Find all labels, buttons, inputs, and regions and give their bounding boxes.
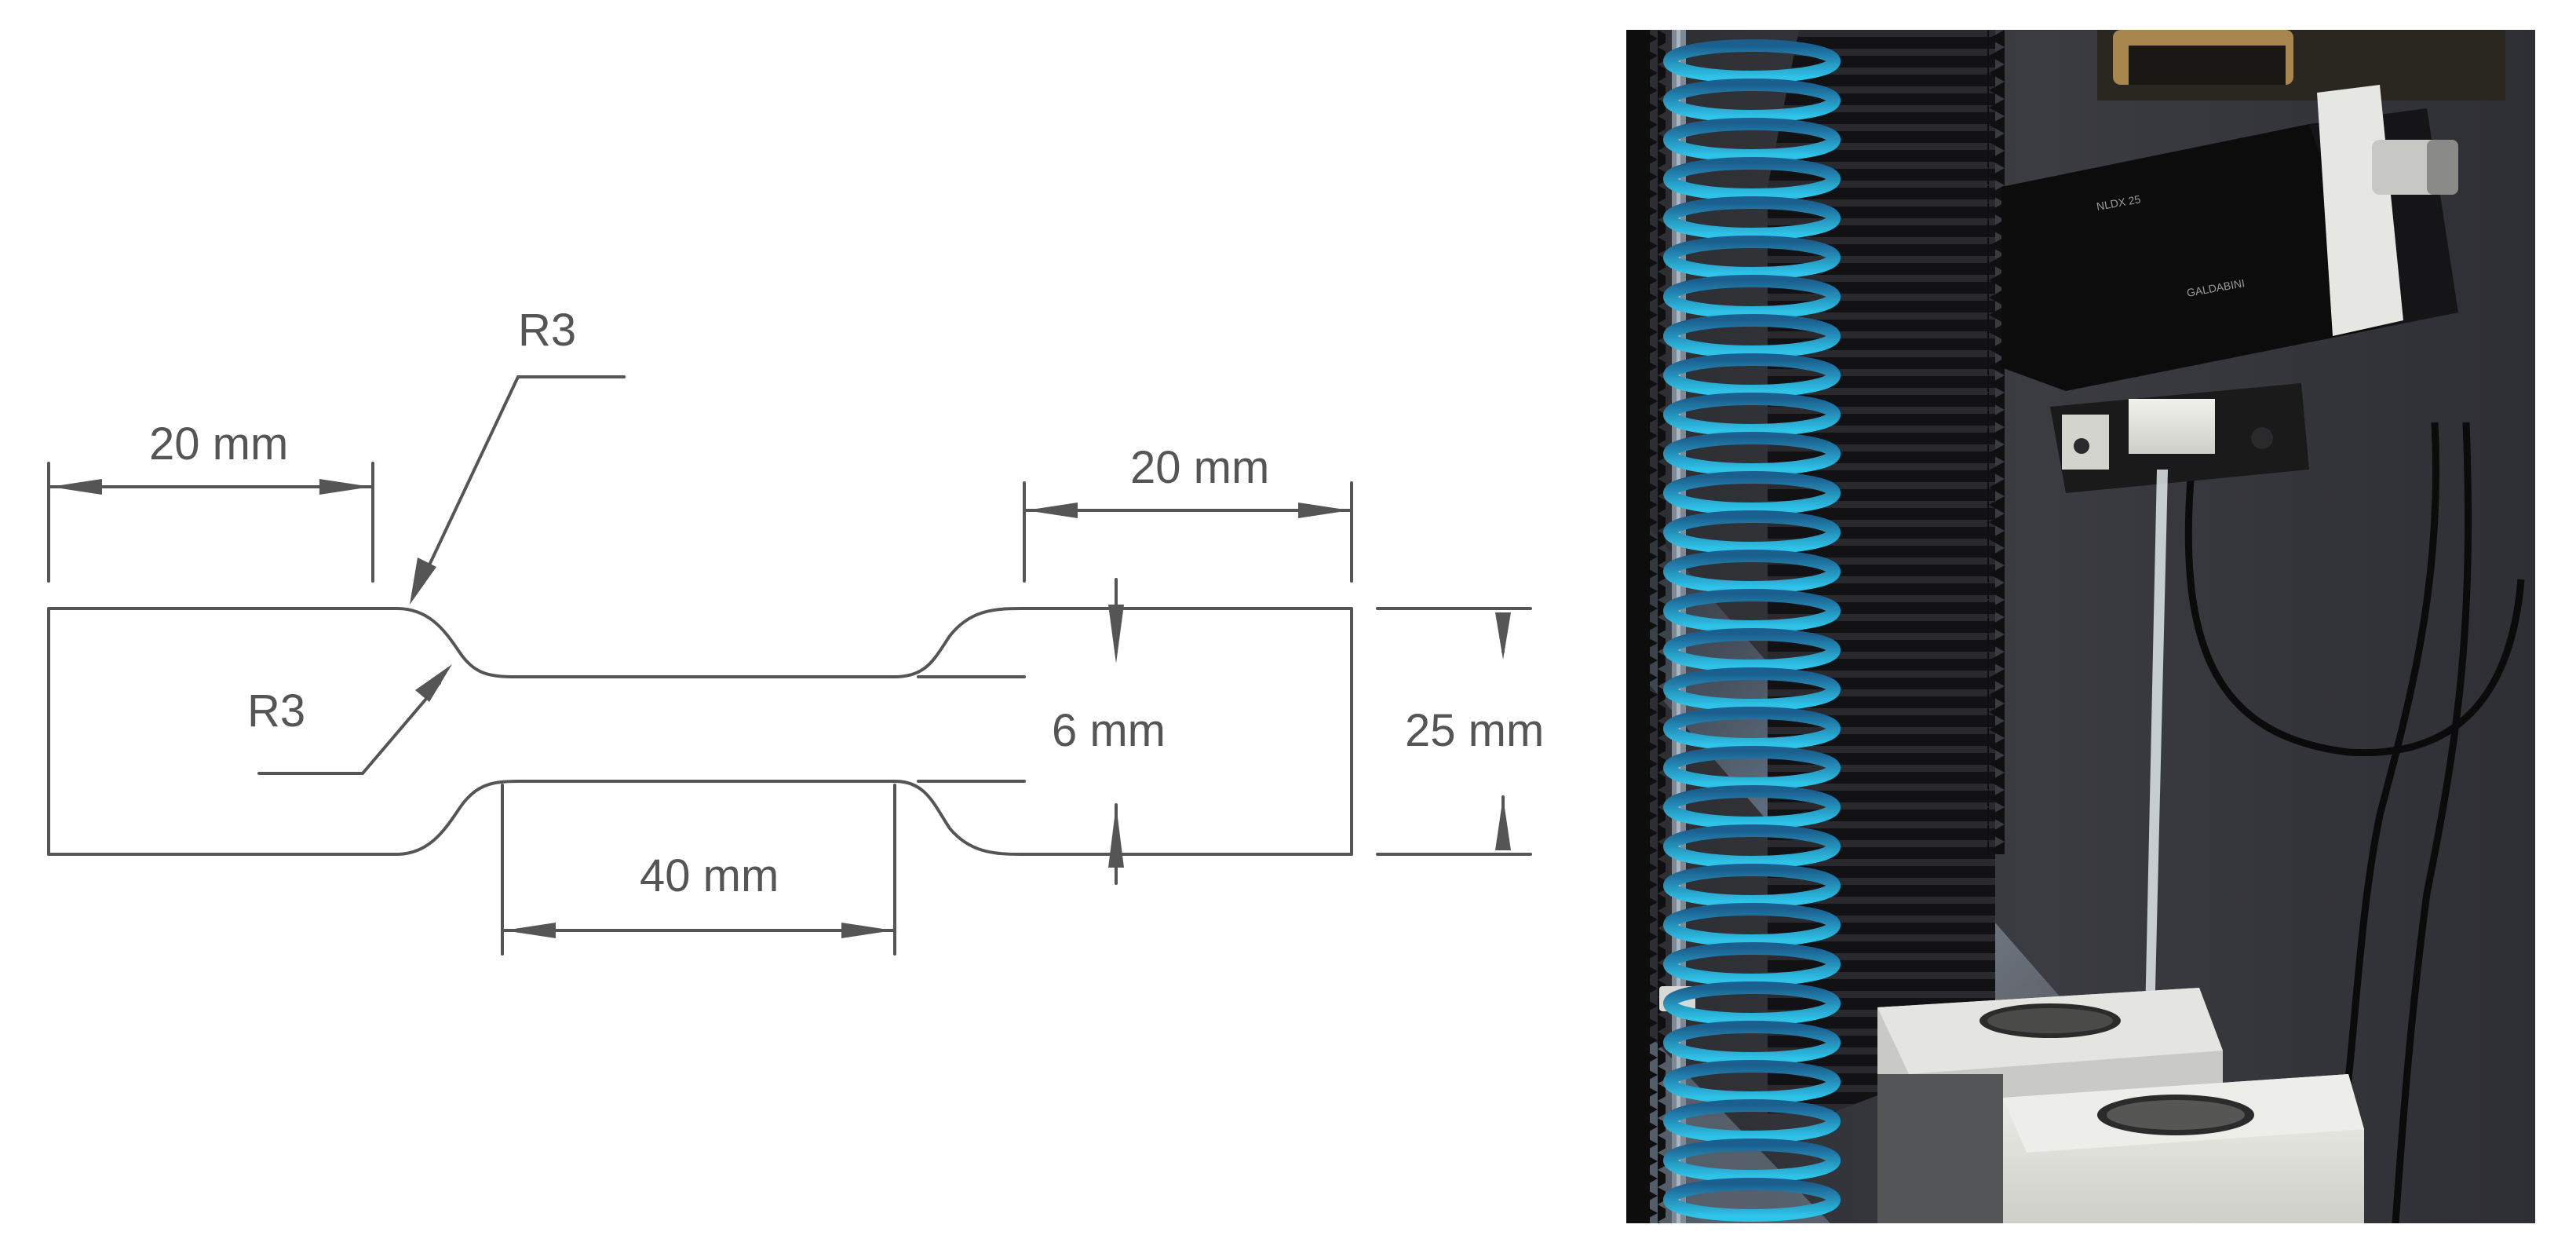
arrowhead (1495, 797, 1511, 850)
frame-teeth (1650, 30, 1666, 1223)
arrowhead (50, 479, 102, 495)
upper-grip-jaw (2129, 399, 2215, 454)
arrowhead (1495, 612, 1511, 660)
arrowhead (841, 923, 893, 938)
arrowhead (1298, 503, 1350, 518)
bellows-teeth-right (1987, 30, 2005, 854)
load-cell (2001, 124, 2380, 391)
arrowhead (1026, 503, 1078, 518)
arrowhead (1108, 605, 1124, 663)
arrowhead (1108, 805, 1124, 868)
lower-disk-front-rim (2107, 1100, 2245, 1130)
specimen-outline (47, 607, 1353, 856)
cables (2184, 422, 2525, 1223)
label-fillet-top: R3 (518, 305, 576, 356)
lower-disk-back-rim (1987, 1008, 2113, 1033)
label-left-width: 20 mm (149, 418, 288, 470)
side-cylinder-end (2427, 140, 2458, 195)
label-neck-width: 6 mm (1052, 705, 1166, 756)
label-overall-width: 25 mm (1405, 705, 1544, 756)
grip-bolt (2074, 438, 2089, 454)
arrowhead (504, 923, 556, 938)
tensile-test-photo: NLDX 25 GALDABINI (1626, 30, 2535, 1223)
frame-edge (1626, 30, 1650, 1223)
arrowhead (319, 479, 371, 495)
lower-block-shadow (1877, 1074, 2003, 1223)
specimen-strip (2144, 470, 2168, 1054)
crosshead-top-dark (2129, 46, 2286, 85)
side-cylinder (2372, 140, 2443, 195)
specimen-drawing: 20 mm 20 mm 40 mm 6 mm 25 mm R3 R3 (47, 305, 1544, 956)
arrowhead (415, 664, 452, 702)
label-fillet-inner: R3 (247, 685, 305, 736)
arrowhead (410, 557, 436, 605)
coiled-hose (1663, 39, 1841, 1222)
column-rod-shade (1677, 30, 1680, 1223)
label-right-width: 20 mm (1130, 442, 1269, 493)
label-gauge-length: 40 mm (640, 850, 779, 901)
r3-top-leader-d (418, 375, 520, 587)
grip-bolt (2251, 427, 2273, 449)
